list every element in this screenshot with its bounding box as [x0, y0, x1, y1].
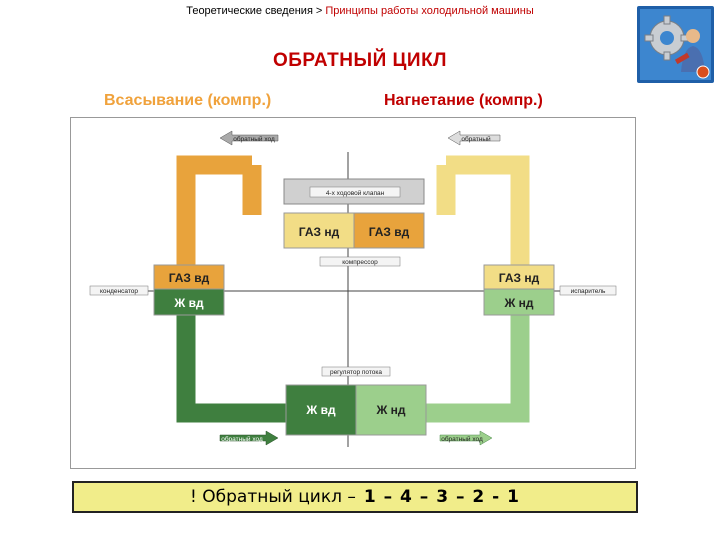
reverse-cycle-diagram: обратный ход обратный обратный ход обрат…	[70, 117, 636, 469]
cycle-sequence-box: ! Обратный цикл – 1 – 4 – 3 – 2 - 1	[72, 481, 638, 513]
breadcrumb-current: Принципы работы холодильной машины	[325, 5, 534, 17]
flow-regulator-block: регулятор потока Ж вд Ж нд	[285, 366, 427, 436]
discharge-label: Нагнетание (компр.)	[384, 92, 543, 109]
flow-label-bottom-left: обратный ход	[221, 435, 263, 443]
condenser-block: ГАЗ вд Ж вд конденсатор	[89, 264, 225, 316]
flow-arrow-bottom-left: обратный ход	[219, 430, 279, 446]
pipe-top-left	[176, 155, 252, 267]
evaporator-liquid	[483, 288, 555, 316]
evaporator-top-label: ГАЗ нд	[499, 271, 540, 285]
cycle-sequence: 1 – 4 – 3 – 2 - 1	[363, 487, 520, 507]
gear-logo-icon[interactable]	[637, 6, 714, 83]
condenser-liquid	[153, 288, 225, 316]
regulator-outlet	[355, 384, 427, 436]
page-title: ОБРАТНЫЙ ЦИКЛ	[272, 50, 448, 71]
condenser-bottom-label: Ж вд	[173, 296, 204, 310]
flow-label-top-right: обратный	[461, 135, 491, 143]
compressor-out-label: ГАЗ вд	[369, 225, 410, 239]
suction-label: Всасывание (компр.)	[104, 92, 272, 109]
pipe-bottom-right	[418, 315, 530, 423]
evaporator-block: ГАЗ нд Ж нд испаритель	[483, 264, 617, 316]
pipe-top-right	[446, 155, 530, 267]
condenser-gas	[153, 264, 225, 290]
flow-label-bottom-right: обратный ход	[441, 435, 483, 443]
evaporator-bottom-label: Ж нд	[503, 296, 533, 310]
breadcrumb: Теоретические сведения>Принципы работы х…	[0, 5, 720, 17]
compressor-inlet	[283, 212, 355, 249]
compressor-label: компрессор	[342, 259, 378, 266]
evaporator-gas	[483, 264, 555, 290]
four-way-valve: 4-х ходовой клапан	[283, 178, 425, 205]
valve-label: 4-х ходовой клапан	[326, 189, 385, 197]
evaporator-label: испаритель	[571, 288, 606, 295]
flow-arrow-top-right: обратный	[447, 130, 501, 146]
flow-arrow-top-left: обратный ход	[219, 130, 279, 146]
pipe-bottom-left	[176, 315, 288, 423]
flow-label-top-left: обратный ход	[233, 135, 275, 143]
flow-arrow-bottom-right: обратный ход	[439, 430, 493, 446]
cycle-prefix: ! Обратный цикл –	[190, 487, 356, 507]
condenser-label: конденсатор	[100, 288, 138, 295]
compressor-in-label: ГАЗ нд	[299, 225, 340, 239]
breadcrumb-separator: >	[315, 5, 323, 17]
condenser-top-label: ГАЗ вд	[169, 271, 210, 285]
regulator-inlet	[285, 384, 357, 436]
regulator-out-label: Ж нд	[375, 403, 405, 417]
compressor-outlet	[353, 212, 425, 249]
compressor-block: ГАЗ нд ГАЗ вд компрессор	[283, 212, 425, 267]
breadcrumb-section[interactable]: Теоретические сведения	[186, 5, 313, 17]
flow-regulator-label: регулятор потока	[330, 369, 382, 376]
regulator-in-label: Ж вд	[305, 403, 336, 417]
